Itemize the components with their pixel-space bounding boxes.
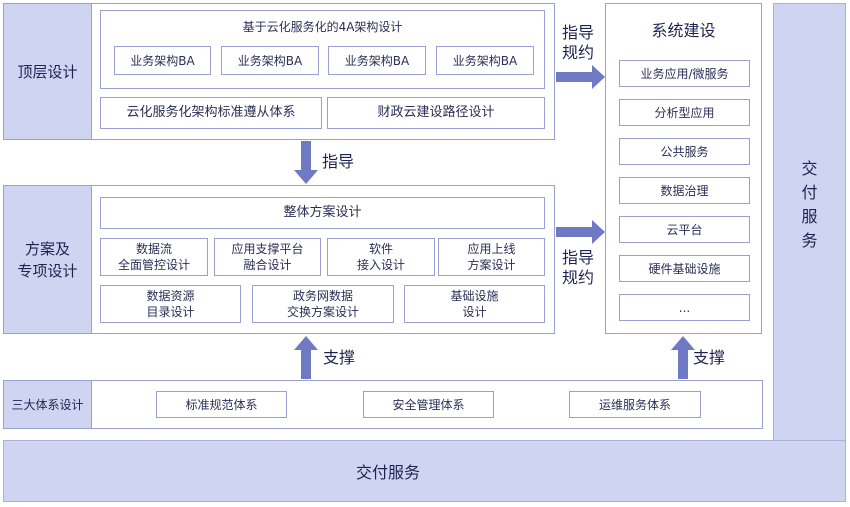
ba-box-1: 业务架构BA [114, 46, 211, 75]
ba-box-4: 业务架构BA [436, 46, 534, 75]
security-system-box: 安全管理体系 [363, 391, 494, 418]
app-platform-box: 应用支撑平台 融合设计 [214, 238, 321, 276]
app-launch-box: 应用上线 方案设计 [438, 238, 545, 276]
system-item-microservice: 业务应用/微服务 [619, 60, 750, 87]
system-item-more: ... [619, 294, 750, 321]
guide-plan-label-1: 指导 规约 [562, 23, 595, 62]
top-design-panel: 顶层设计 基于云化服务化的4A架构设计 业务架构BA 业务架构BA 业务架构BA… [3, 3, 555, 140]
ba-box-3: 业务架构BA [328, 46, 426, 75]
overall-design-box: 整体方案设计 [100, 197, 545, 229]
guide-plan-label-2: 指导 规约 [562, 248, 595, 287]
infrastructure-design-box: 基础设施 设计 [404, 285, 545, 323]
system-item-public-service: 公共服务 [619, 138, 750, 165]
three-systems-label: 三大体系设计 [4, 381, 92, 428]
delivery-right-bar [773, 3, 846, 502]
arrow-middle-to-system [556, 220, 605, 244]
ops-system-box: 运维服务体系 [569, 391, 701, 418]
arch-4a-box: 基于云化服务化的4A架构设计 业务架构BA 业务架构BA 业务架构BA 业务架构… [100, 10, 545, 89]
support-label-right: 支撑 [693, 348, 726, 367]
dataflow-box: 数据流 全面管控设计 [100, 238, 208, 276]
arrow-top-to-middle [294, 141, 318, 184]
ba-box-2: 业务架构BA [221, 46, 319, 75]
guide-label: 指导 [322, 152, 355, 171]
arrow-top-to-system [556, 65, 605, 89]
top-design-label: 顶层设计 [4, 4, 92, 139]
data-exchange-box: 政务网数据 交换方案设计 [252, 285, 394, 323]
scheme-design-label: 方案及 专项设计 [4, 186, 92, 333]
system-item-data-governance: 数据治理 [619, 177, 750, 204]
data-catalog-box: 数据资源 目录设计 [100, 285, 241, 323]
standard-compliance-box: 云化服务化架构标准遵从体系 [100, 97, 322, 129]
system-construction-panel: 系统建设 业务应用/微服务 分析型应用 公共服务 数据治理 云平台 硬件基础设施… [605, 3, 762, 334]
standard-system-box: 标准规范体系 [156, 391, 287, 418]
arrow-support-left [294, 336, 318, 379]
software-access-box: 软件 接入设计 [327, 238, 435, 276]
support-label-left: 支撑 [323, 348, 356, 367]
arrow-support-right [671, 336, 695, 379]
system-construction-title: 系统建设 [651, 21, 716, 40]
delivery-bottom-bar [3, 440, 846, 502]
delivery-right-text: 交 付 服 务 [801, 159, 818, 250]
fiscal-cloud-path-box: 财政云建设路径设计 [327, 97, 545, 129]
three-systems-panel: 三大体系设计 标准规范体系 安全管理体系 运维服务体系 [3, 380, 763, 429]
arch-4a-title: 基于云化服务化的4A架构设计 [242, 19, 403, 34]
scheme-design-panel: 方案及 专项设计 整体方案设计 数据流 全面管控设计 应用支撑平台 融合设计 软… [3, 185, 555, 334]
system-item-hardware: 硬件基础设施 [619, 255, 750, 282]
system-item-cloud-platform: 云平台 [619, 216, 750, 243]
system-item-analytics: 分析型应用 [619, 99, 750, 126]
delivery-bottom-text: 交付服务 [355, 463, 420, 482]
